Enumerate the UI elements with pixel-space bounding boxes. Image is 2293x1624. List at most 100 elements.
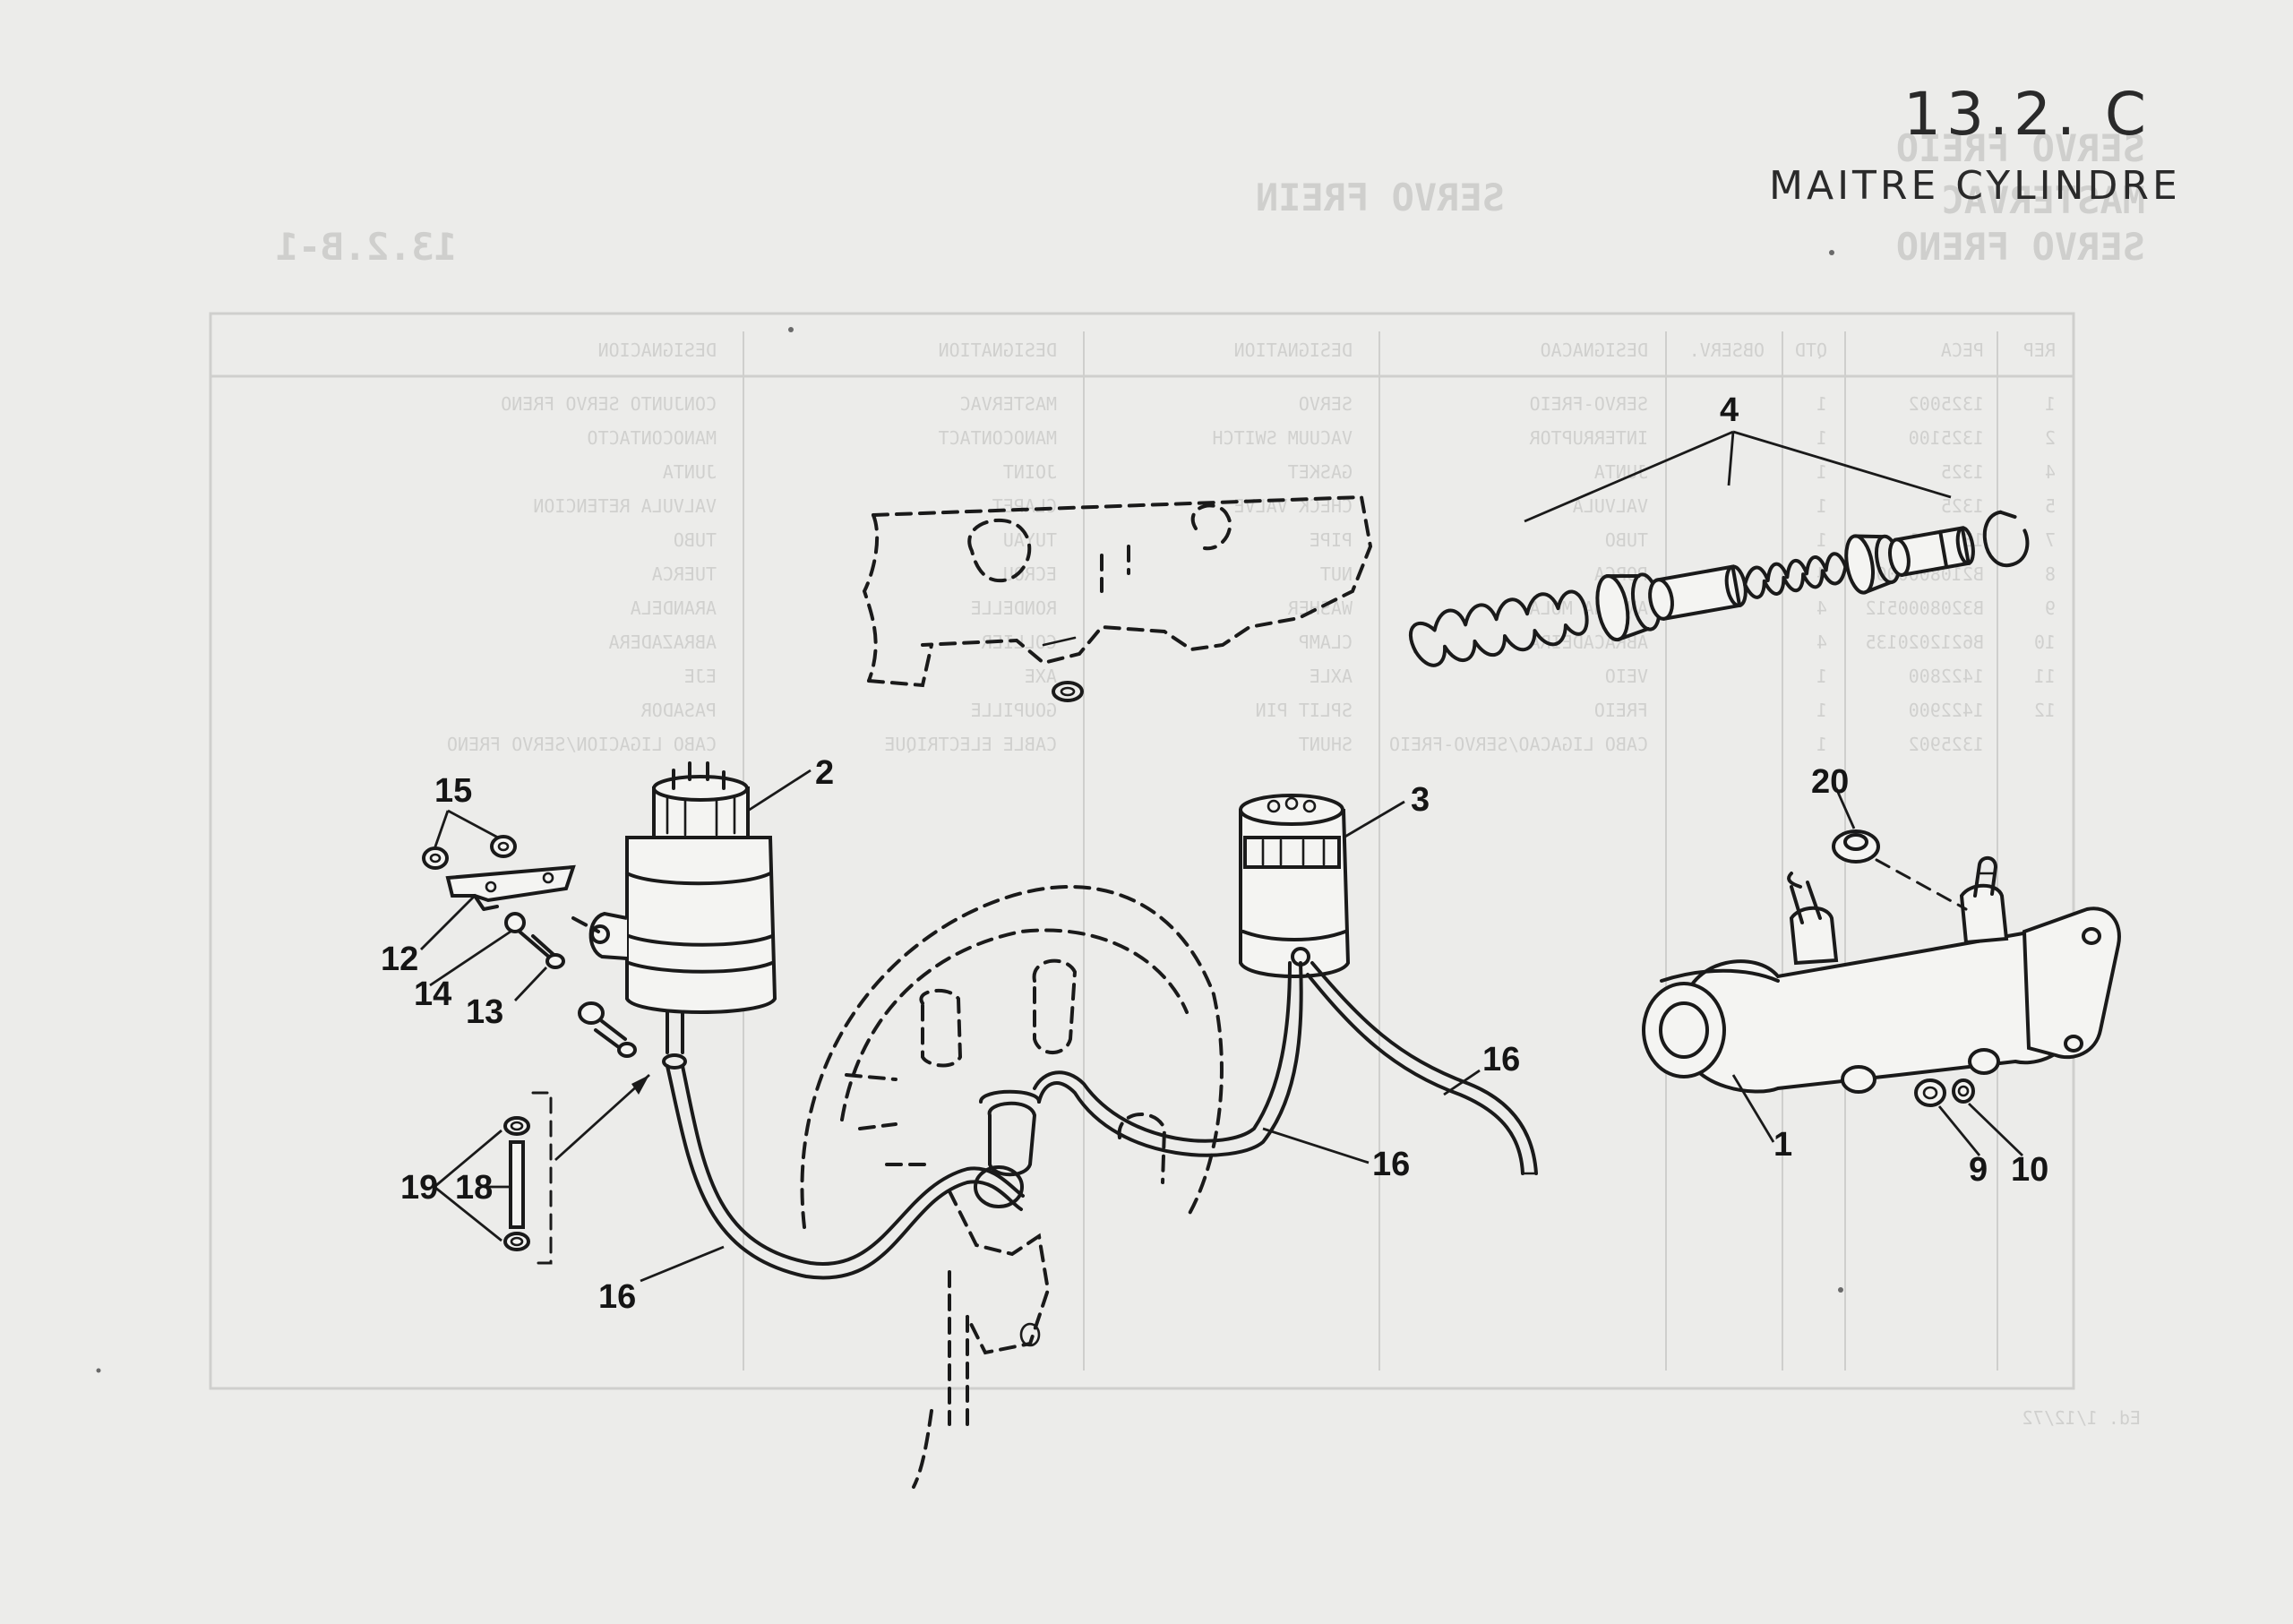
bleed-column-header: REP [2023, 339, 2056, 361]
bleed-table-cell: JOINT [1003, 461, 1057, 483]
callout-2: 2 [815, 754, 834, 792]
scan-speck [96, 1368, 101, 1373]
bleed-table-cell: 1325100 [1909, 427, 1984, 449]
bleed-table-cell: SPLIT PIN [1256, 700, 1353, 721]
bleed-table-cell: CONJUNTO SERVO FRENO [501, 393, 717, 415]
bleed-table-cell: VALVULA RETENCION [533, 495, 717, 517]
bleed-column-header: QTD [1795, 339, 1827, 361]
bleed-header-line: MASTERVAC [1941, 178, 2145, 222]
bleed-table-cell: AXLE [1310, 666, 1353, 687]
bleed-table-cell: 2 [2045, 427, 2056, 449]
bleed-table-cell: CABO LIGACAO/SERVO-FREIO [1389, 734, 1648, 755]
bleed-table-cell: 4 [1816, 597, 1827, 619]
callout-3: 3 [1411, 781, 1430, 819]
bleed-column-header: DESIGNACAO [1541, 339, 1648, 361]
bleed-table-cell: 1 [1816, 734, 1827, 755]
dashed-servo-outline [800, 885, 1224, 1489]
bleed-table-cell: 1325 [1941, 495, 1984, 517]
bleed-table-cell: FREIO [1594, 700, 1648, 721]
bleed-table-cell: 1422800 [1909, 666, 1984, 687]
part-2-fluid-reservoir: 2 [588, 754, 834, 1070]
bleed-table-cell: MANOCONTACTO [588, 427, 717, 449]
bleed-table-cell: 1 [2045, 393, 2056, 415]
bleed-table-cell: SHUNT [1299, 734, 1353, 755]
callout-20: 20 [1811, 763, 1849, 801]
bleed-table-cell: VEIO [1605, 666, 1648, 687]
bleed-table-cell: MANOCONTACT [939, 427, 1057, 449]
callout-13: 13 [466, 993, 503, 1031]
callout-16: 16 [1482, 1041, 1520, 1078]
bleed-column-header: OBSERV. [1689, 339, 1765, 361]
bleed-table-cell: CLAPET [992, 495, 1057, 517]
callout-9: 9 [1969, 1151, 1988, 1189]
bleed-header-line: SERVO FRENO [1896, 225, 2145, 269]
dashed-master-cylinder-context [862, 494, 1373, 702]
part-16-brake-hoses: 16 16 16 [598, 961, 1538, 1316]
bleed-table-cell: B6212020135 [1866, 632, 1984, 653]
bleed-table-cell: CABLE ELECTRIQUE [884, 734, 1057, 755]
hose-clip-group: 19 18 [400, 1073, 650, 1265]
callout-16: 16 [1372, 1146, 1410, 1183]
part-1-master-cylinder-body: 20 1 9 10 [1642, 763, 2121, 1189]
handwritten-page-ref: 13.2. C [1903, 80, 2151, 149]
bleed-table-cell: GOUPILLE [971, 700, 1057, 721]
bleed-table-cell: JUNTA [663, 461, 717, 483]
bleed-table-cell: TUBO [674, 529, 717, 551]
bleed-header-line: SERVO FREIO [1896, 126, 2145, 170]
scan-speck [1829, 250, 1834, 255]
bleed-table-cell: VALVULA [1573, 495, 1648, 517]
bleed-table-cell: INTERRUPTOR [1529, 427, 1648, 449]
callout-15: 15 [434, 772, 472, 810]
bleed-table-cell: MASTERVAC [960, 393, 1057, 415]
bleed-table-cell: RONDELLE [971, 597, 1057, 619]
bleed-table-cell: 1325 [1941, 461, 1984, 483]
bleed-table-cell: EJE [684, 666, 717, 687]
bleed-table-cell: TUERCA [652, 563, 717, 585]
bleed-table-cell: NUT [1320, 563, 1353, 585]
bleed-handwritten-name: SERVO FREIN [1256, 176, 1505, 219]
bleed-table-cell: AXE [1025, 666, 1057, 687]
bleed-table-cell: WASHER [1287, 597, 1353, 619]
bleed-footer: Ed. 1/12/72 [2022, 1407, 2141, 1429]
bleed-table-cell: ECROU [1003, 563, 1057, 585]
bleed-table-cell: 9 [2045, 597, 2056, 619]
callout-18: 18 [455, 1169, 493, 1207]
bleed-table-cell: 1 [1816, 700, 1827, 721]
bleed-column-header: DESIGNATION [1234, 339, 1353, 361]
bleed-table-cell: 7 [2045, 529, 2056, 551]
bleed-table-cell: 1 [1816, 427, 1827, 449]
bleed-table-cell: CLAMP [1299, 632, 1353, 653]
callout-12: 12 [381, 941, 418, 978]
bleed-table-cell: 1 [1816, 666, 1827, 687]
bleed-table-cell: 4 [2045, 461, 2056, 483]
bleed-table-cell: 8 [2045, 563, 2056, 585]
part-4-piston-seal-kit: 4 [1409, 391, 2030, 667]
bleed-table-cell: 1 [1816, 393, 1827, 415]
bleed-table-cell: VACUUM SWITCH [1212, 427, 1353, 449]
bleed-column-header: PECA [1941, 339, 1984, 361]
bleed-table-cell: 10 [2034, 632, 2056, 653]
scan-speck [1838, 1287, 1843, 1293]
bleed-table-cell: 1 [1816, 461, 1827, 483]
bleed-table-cell: 12 [2034, 700, 2056, 721]
bleed-table-cell: CABO LIGACION/SERVO FRENO [447, 734, 717, 755]
callout-4: 4 [1720, 391, 1739, 429]
bleed-table-cell: SERVO-FREIO [1530, 393, 1648, 415]
bleed-table-cell: 1325902 [1909, 734, 1984, 755]
callout-10: 10 [2011, 1151, 2048, 1189]
bleed-table-cell: GASKET [1288, 461, 1353, 483]
bleed-table-cell: ABRAZADERA [609, 632, 717, 653]
bleed-page-code: 13.2.B-1 [276, 225, 457, 269]
bleed-table-cell: 1 [1816, 529, 1827, 551]
bleed-table-cell: SERVO [1299, 393, 1353, 415]
bleed-table-cell: 11 [2034, 666, 2056, 687]
bleed-table-cell: 1325002 [1909, 393, 1984, 415]
bleed-table-cell: 1422900 [1909, 700, 1984, 721]
bleed-table-cell: B3208000512 [1866, 597, 1984, 619]
callout-19: 19 [400, 1169, 438, 1207]
bleed-table-cell: PASADOR [640, 700, 717, 721]
bleed-table-cell: 5 [2045, 495, 2056, 517]
